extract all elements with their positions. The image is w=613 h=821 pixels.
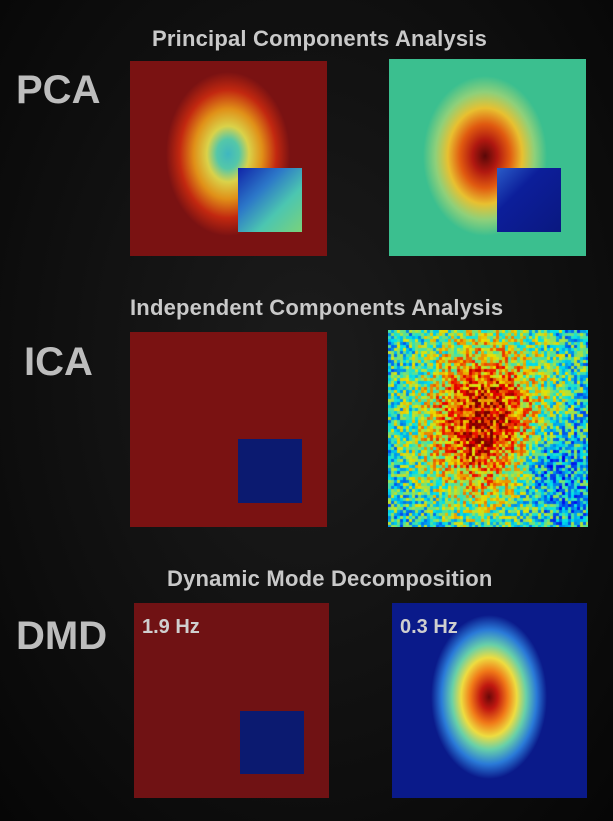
ica-noise-map <box>388 330 588 527</box>
dmd-mode-2-panel <box>392 603 587 798</box>
dmd-method-label: DMD <box>16 614 108 658</box>
dmd-mode-2-frequency: 0.3 Hz <box>400 616 458 638</box>
pca-mode-1-panel <box>130 61 327 256</box>
dmd-mode-1-frequency: 1.9 Hz <box>142 616 200 638</box>
ica-mode-2-panel <box>388 330 588 527</box>
pca-method-label: PCA <box>16 68 101 112</box>
ica-section-title: Independent Components Analysis <box>130 295 504 320</box>
dmd-mode-1-panel <box>134 603 329 798</box>
pca-section-title: Principal Components Analysis <box>152 26 488 51</box>
ica-method-label: ICA <box>24 340 93 384</box>
ica-mode-1-panel <box>130 332 327 527</box>
dmd-section-title: Dynamic Mode Decomposition <box>167 566 493 591</box>
pca-mode-2-panel <box>389 59 586 256</box>
